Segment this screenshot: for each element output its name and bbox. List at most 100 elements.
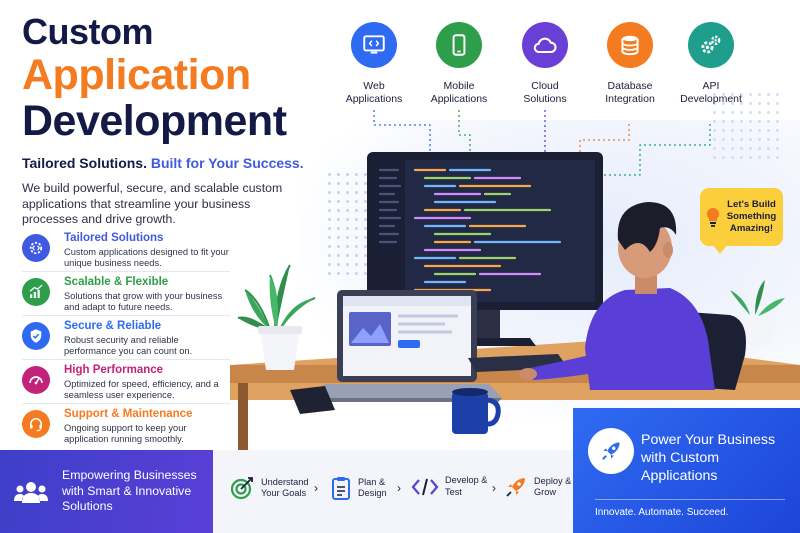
speedometer-icon <box>22 366 50 394</box>
step-deploy: Deploy &Grow <box>504 475 571 499</box>
empower-line: with Smart & Innovative <box>62 483 192 498</box>
service-label-line: Database <box>607 80 653 92</box>
step-label-line: Plan & <box>358 476 386 487</box>
cloud-icon <box>522 22 568 68</box>
intro-paragraph: We build powerful, secure, and scalable … <box>22 181 283 227</box>
step-label: Plan &Design <box>358 477 387 500</box>
step-label-line: Deploy & <box>534 475 572 486</box>
title-line-3: Development <box>22 97 287 145</box>
shield-check-icon <box>22 322 50 350</box>
mobile-phone-icon <box>436 22 482 68</box>
page-title: Custom Application Development <box>22 14 287 143</box>
service-label-line: Integration <box>605 92 655 105</box>
feature-title: Secure & Reliable <box>64 320 162 332</box>
database-icon <box>607 22 653 68</box>
step-develop: Develop &Test <box>411 475 487 498</box>
service-label-line: Web <box>363 80 385 92</box>
tagline-part-1: Tailored Solutions. <box>22 155 147 171</box>
feature-desc: Solutions that grow with your business a… <box>64 290 223 313</box>
developer-desk-illustration <box>230 152 800 450</box>
service-label-line: Cloud <box>531 80 559 92</box>
chevron-right-icon: › <box>314 481 318 495</box>
rocket-icon <box>504 475 528 499</box>
step-label-line: Design <box>358 488 387 498</box>
service-label-line: Applications <box>430 92 488 105</box>
feature-title: Tailored Solutions <box>64 232 164 244</box>
service-label-line: Development <box>680 92 742 105</box>
feature-item: Support & Maintenance Ongoing support to… <box>22 404 230 448</box>
step-label-line: Grow <box>534 487 556 497</box>
users-group-icon <box>14 479 48 505</box>
chevron-right-icon: › <box>397 481 401 495</box>
feature-title: High Performance <box>64 364 164 376</box>
code-brackets-icon <box>411 476 439 498</box>
service-label-line: Applications <box>345 92 403 105</box>
web-code-icon <box>351 22 397 68</box>
target-icon <box>229 475 255 501</box>
empower-line: Empowering Businesses <box>62 467 197 482</box>
power-title-line: Power Your Business <box>641 432 776 448</box>
step-label-line: Develop & <box>445 475 488 485</box>
feature-item: Secure & Reliable Robust security and re… <box>22 316 230 360</box>
feature-list: Tailored Solutions Custom applications d… <box>22 228 230 448</box>
power-title: Power Your Business with Custom Applicat… <box>641 431 796 486</box>
empower-text: Empowering Businesses with Smart & Innov… <box>62 468 197 516</box>
growth-chart-icon <box>22 278 50 306</box>
clipboard-icon <box>330 475 352 501</box>
service-label-line: Solutions <box>523 92 567 105</box>
bubble-tail <box>712 244 728 254</box>
step-label-line: Test <box>445 486 462 497</box>
feature-title: Support & Maintenance <box>64 408 193 420</box>
lightbulb-icon <box>704 206 722 228</box>
empower-banner: Empowering Businesses with Smart & Innov… <box>0 450 213 533</box>
feature-desc: Ongoing support to keep your application… <box>64 422 187 445</box>
bubble-text: Let's Build Something Amazing! <box>724 199 779 235</box>
power-subtitle: Innovate. Automate. Succeed. <box>595 507 729 518</box>
power-banner: Power Your Business with Custom Applicat… <box>573 408 800 533</box>
step-label: Deploy &Grow <box>534 476 571 499</box>
tagline: Tailored Solutions. Built for Your Succe… <box>22 155 304 171</box>
bubble-line: Let's Build <box>727 199 776 211</box>
feature-item: High Performance Optimized for speed, ef… <box>22 360 230 404</box>
bubble-line: Something <box>726 211 777 222</box>
rocket-icon <box>588 428 634 474</box>
power-title-line: with Custom <box>641 450 720 467</box>
empower-line: Solutions <box>62 499 113 514</box>
gear-code-icon <box>22 234 50 262</box>
feature-item: Scalable & Flexible Solutions that grow … <box>22 272 230 316</box>
gears-icon <box>688 22 734 68</box>
title-line-1: Custom <box>22 11 153 52</box>
service-label-line: Mobile <box>443 80 475 92</box>
feature-desc: Optimized for speed, efficiency, and a s… <box>64 378 219 401</box>
tagline-part-2: Built for Your Success. <box>150 155 304 171</box>
feature-item: Tailored Solutions Custom applications d… <box>22 228 230 272</box>
feature-desc: Robust security and reliable performance… <box>64 334 193 357</box>
step-label: Develop &Test <box>445 475 487 498</box>
step-label-line: Your Goals <box>261 488 307 498</box>
step-label-line: Understand <box>261 476 309 487</box>
speech-bubble: Let's Build Something Amazing! <box>700 188 783 246</box>
bubble-line: Amazing! <box>729 222 774 234</box>
title-line-2: Application <box>22 51 251 99</box>
headset-icon <box>22 410 50 438</box>
service-label-line: API <box>702 80 720 92</box>
decorative-dots <box>710 90 780 160</box>
chevron-right-icon: › <box>492 481 496 495</box>
feature-desc: Custom applications designed to fit your… <box>64 246 229 269</box>
power-title-line: Applications <box>641 468 718 485</box>
